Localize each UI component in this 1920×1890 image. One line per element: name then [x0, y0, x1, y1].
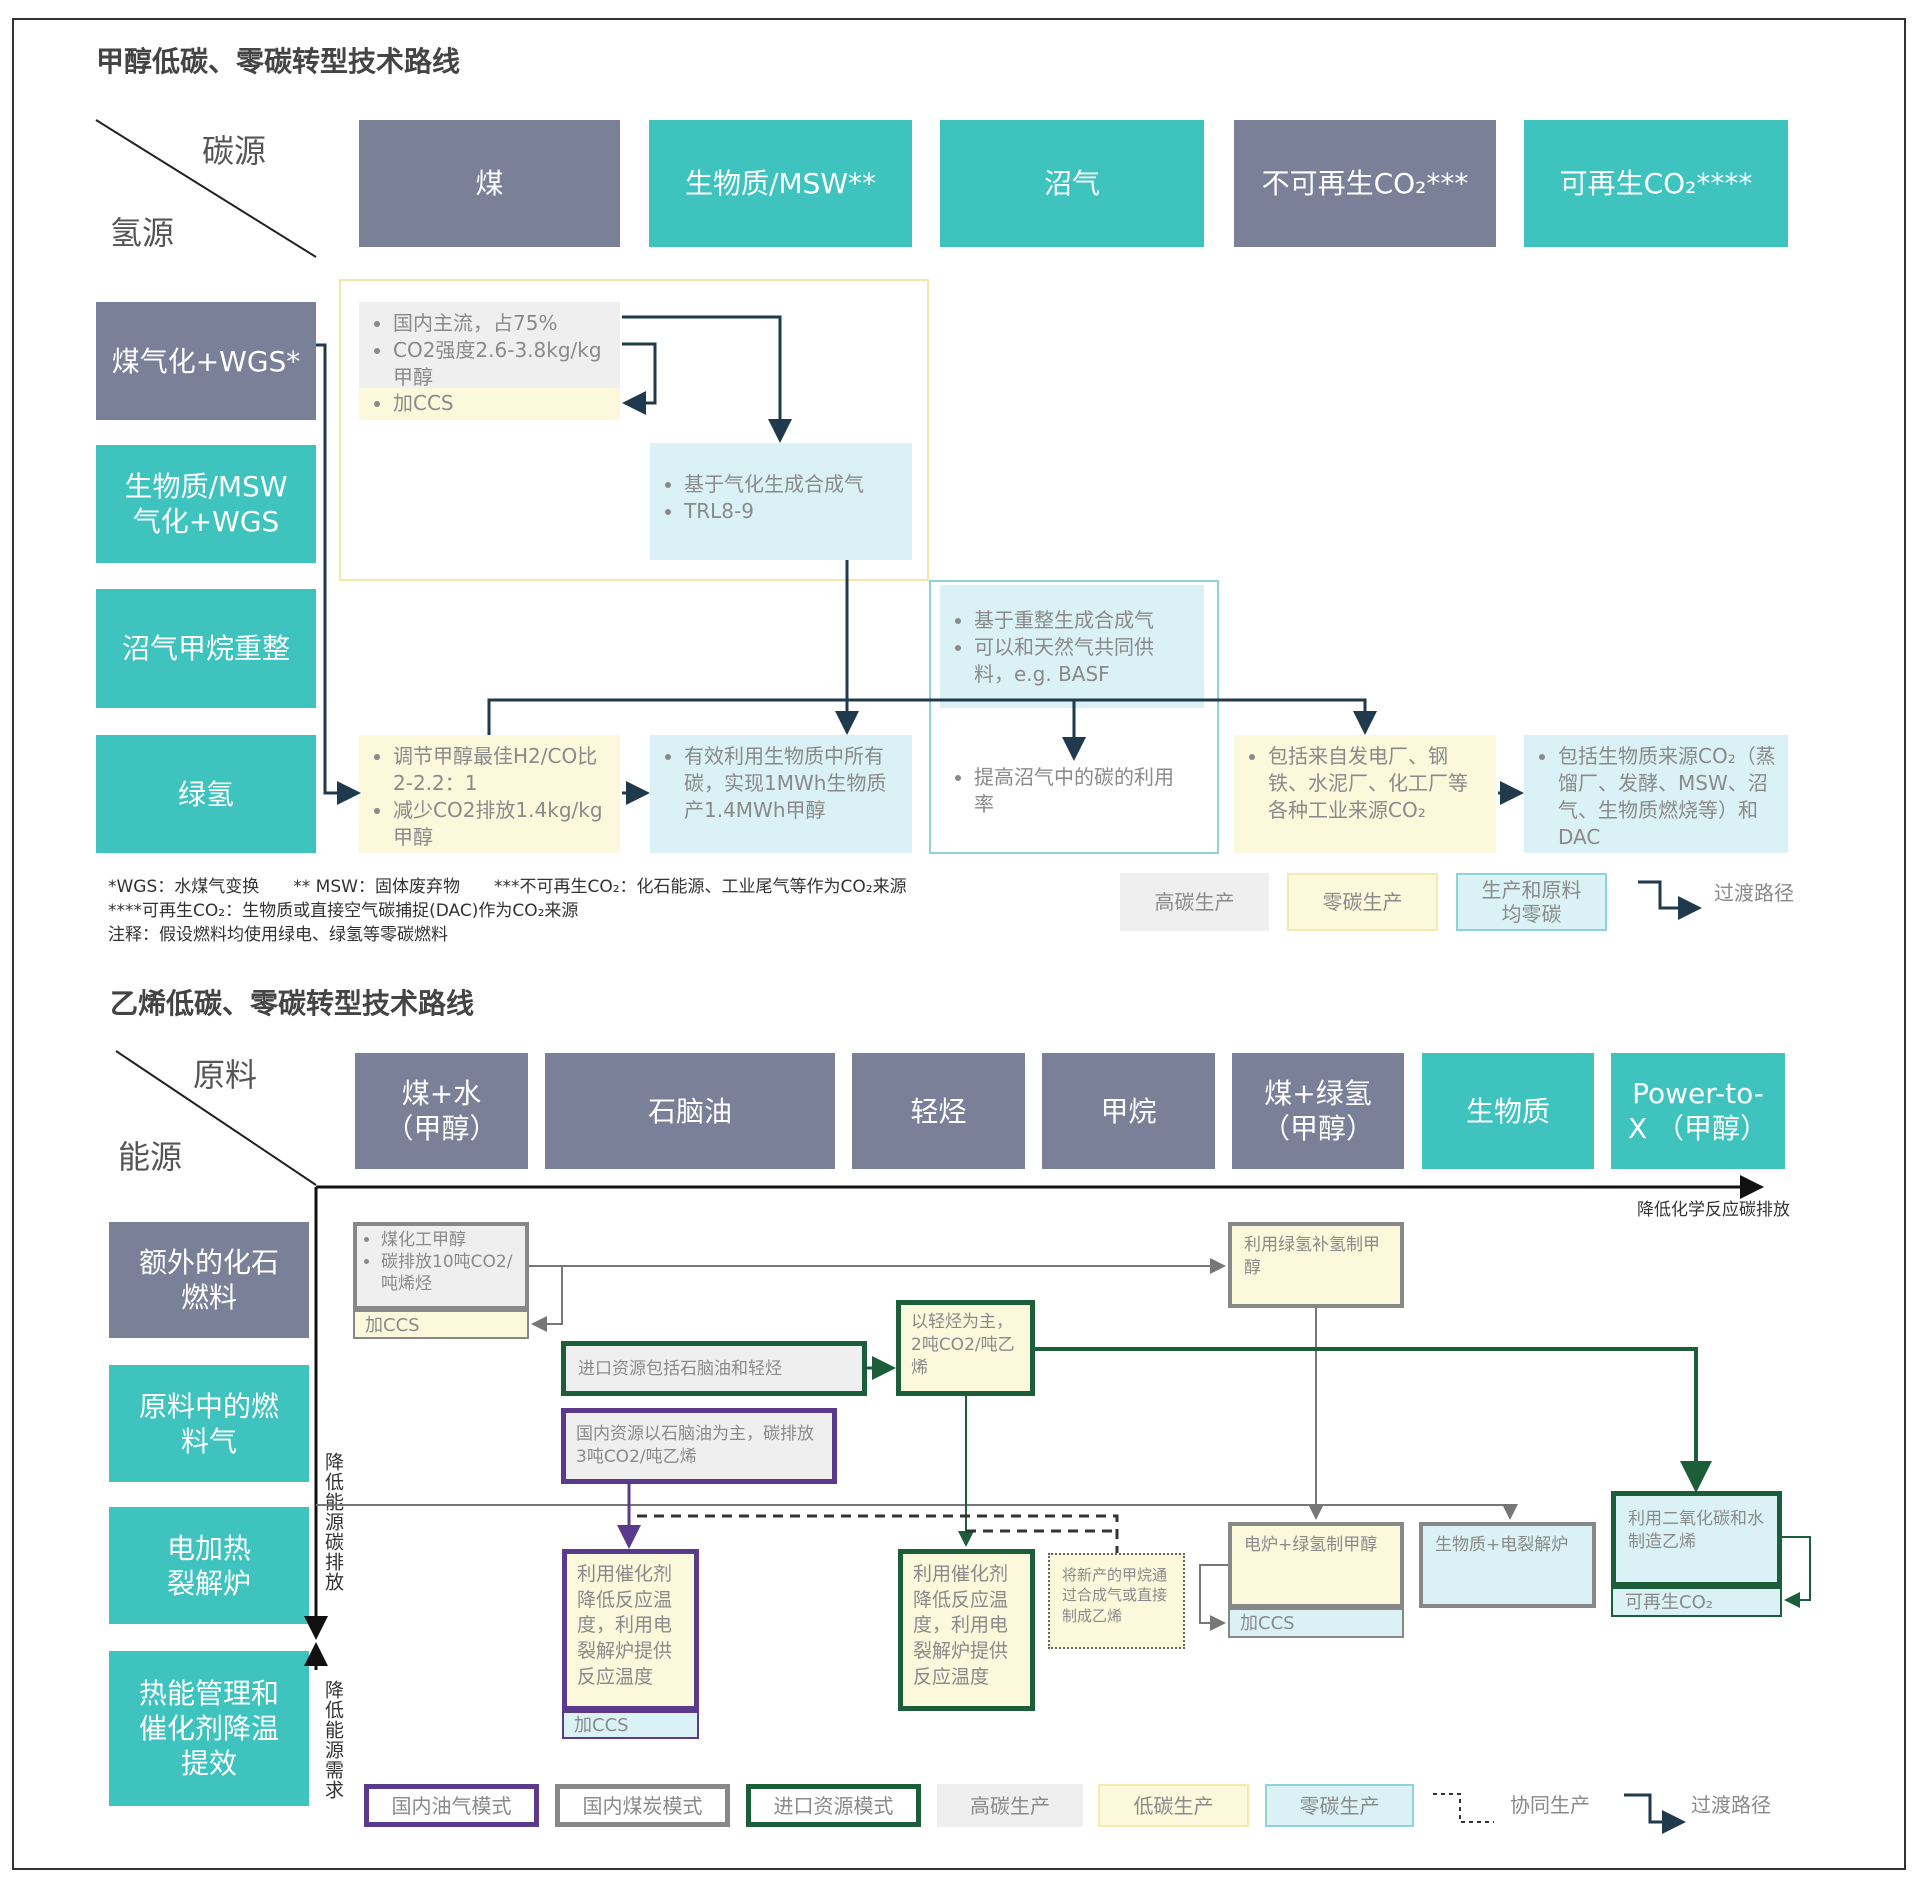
legend-zero-carbon: 零碳生产 — [1265, 1784, 1414, 1827]
bullet: 基于气化生成合成气 — [684, 471, 900, 498]
renewable-co2-box: 可再生CO₂ — [1611, 1587, 1782, 1617]
legend-all-zero-carbon: 生产和原料 均零碳 — [1456, 873, 1607, 931]
figure-frame — [12, 18, 1906, 1870]
legend-coproduction-label: 协同生产 — [1510, 1793, 1590, 1817]
feedstock-coal-water: 煤+水 （甲醇） — [355, 1053, 528, 1169]
feedstock-naphtha: 石脑油 — [545, 1053, 835, 1169]
bullet: 包括来自发电厂、钢铁、水泥厂、化工厂等各种工业来源CO₂ — [1268, 743, 1484, 824]
bullet: 调节甲醇最佳H2/CO比2-2.2：1 — [393, 743, 608, 797]
carbon-source-nonrenewable-co2: 不可再生CO₂*** — [1234, 120, 1496, 247]
hydrogen-source-biomass-gasification: 生物质/MSW 气化+WGS — [96, 445, 316, 563]
y-axis-label-energy-demand: 降低能源需求 — [322, 1680, 344, 1800]
bullet: 基于重整生成合成气 — [974, 607, 1192, 634]
feedstock-biomass: 生物质 — [1422, 1053, 1594, 1169]
y-axis-label-energy-carbon: 降低能源碳排放 — [322, 1452, 344, 1592]
corner-feedstock-label: 原料 — [193, 1056, 258, 1094]
co2-to-ethylene-box: 利用二氧化碳和水制造乙烯 — [1611, 1491, 1782, 1587]
green-h2-methanol-box: 利用绿氢补氢制甲醇 — [1228, 1222, 1404, 1308]
bullet: 煤化工甲醇 — [381, 1229, 519, 1251]
green-h2-coal-box: 调节甲醇最佳H2/CO比2-2.2：1减少CO2排放1.4kg/kg甲醇 — [359, 735, 620, 853]
bullet: 减少CO2排放1.4kg/kg甲醇 — [393, 797, 608, 851]
catalyst-green-box: 利用催化剂降低反应温度，利用电裂解炉提供反应温度 — [898, 1549, 1035, 1711]
corner-carbon-label: 碳源 — [202, 132, 267, 170]
legend-zero-carbon: 零碳生产 — [1287, 873, 1438, 931]
hydrogen-source-green-h2: 绿氢 — [96, 735, 316, 853]
bullet: 有效利用生物质中所有碳，实现1MWh生物质产1.4MWh甲醇 — [684, 743, 900, 824]
bullet: 提高沼气中的碳的利用率 — [974, 764, 1192, 818]
coal-ccs-box: 加CCS — [359, 388, 620, 420]
import-resources-box: 进口资源包括石脑油和轻烃 — [561, 1341, 867, 1396]
feedstock-power-to-x: Power-to- X （甲醇） — [1611, 1053, 1785, 1169]
ethylene-title: 乙烯低碳、零碳转型技术路线 — [110, 987, 475, 1020]
footnote-2: ****可再生CO₂：生物质或直接空气碳捕捉(DAC)作为CO₂来源 — [108, 901, 579, 921]
legend-import: 进口资源模式 — [746, 1784, 921, 1827]
coal-ccs-box: 加CCS — [353, 1310, 529, 1339]
corner-hydrogen-label: 氢源 — [110, 214, 175, 252]
catalyst-purple-ccs-box: 加CCS — [562, 1711, 699, 1739]
energy-electric-cracker: 电加热 裂解炉 — [109, 1507, 309, 1624]
bullet: CO2强度2.6-3.8kg/kg甲醇 — [393, 337, 608, 391]
bullet: 可以和天然气共同供料，e.g. BASF — [974, 634, 1192, 688]
bullet: TRL8-9 — [684, 498, 900, 525]
hydrogen-source-biogas-reforming: 沼气甲烷重整 — [96, 589, 316, 708]
bullet: 国内主流，占75% — [393, 310, 608, 337]
catalyst-purple-box: 利用催化剂降低反应温度，利用电裂解炉提供反应温度 — [562, 1549, 699, 1711]
energy-fuel-gas: 原料中的燃 料气 — [109, 1365, 309, 1482]
light-hydrocarbon-box: 以轻烃为主，2吨CO2/吨乙烯 — [896, 1300, 1035, 1396]
methanol-title: 甲醇低碳、零碳转型技术路线 — [96, 45, 461, 78]
footnote-3: 注释：假设燃料均使用绿电、绿氢等零碳燃料 — [108, 925, 448, 945]
footnote-1: *WGS：水煤气变换 ** MSW：固体废弃物 ***不可再生CO₂：化石能源、… — [108, 877, 907, 897]
feedstock-coal-green-h2: 煤+绿氢 （甲醇） — [1232, 1053, 1404, 1169]
legend-domestic-oilgas: 国内油气模式 — [364, 1784, 539, 1827]
bullet: 加CCS — [393, 390, 608, 417]
carbon-source-coal: 煤 — [359, 120, 620, 247]
domestic-resources-box: 国内资源以石脑油为主，碳排放3吨CO2/吨乙烯 — [561, 1408, 837, 1484]
energy-thermal-management: 热能管理和 催化剂降温 提效 — [109, 1651, 309, 1806]
methane-to-ethylene-box: 将新产的甲烷通过合成气或直接制成乙烯 — [1048, 1553, 1185, 1649]
feedstock-methane: 甲烷 — [1042, 1053, 1215, 1169]
legend-low-carbon: 低碳生产 — [1098, 1784, 1249, 1827]
legend-high-carbon: 高碳生产 — [937, 1784, 1083, 1827]
biogas-reforming-box: 基于重整生成合成气可以和天然气共同供料，e.g. BASF — [940, 585, 1204, 708]
hydrogen-source-coal-gasification: 煤气化+WGS* — [96, 302, 316, 420]
green-h2-biomass-box: 有效利用生物质中所有碳，实现1MWh生物质产1.4MWh甲醇 — [650, 735, 912, 853]
electric-furnace-box: 电炉+绿氢制甲醇 — [1228, 1522, 1404, 1608]
legend-transition-label: 过渡路径 — [1714, 881, 1794, 905]
bullet: 碳排放10吨CO2/吨烯烃 — [381, 1251, 519, 1295]
legend-transition-label: 过渡路径 — [1691, 1793, 1771, 1817]
bullet: 包括生物质来源CO₂（蒸馏厂、发酵、MSW、沼气、生物质燃烧等）和DAC — [1558, 743, 1776, 851]
green-h2-nonrenewable-co2-box: 包括来自发电厂、钢铁、水泥厂、化工厂等各种工业来源CO₂ — [1234, 735, 1496, 853]
x-axis-label: 降低化学反应碳排放 — [1637, 1200, 1790, 1220]
carbon-source-renewable-co2: 可再生CO₂**** — [1524, 120, 1788, 247]
corner-energy-label: 能源 — [118, 1138, 183, 1176]
legend-domestic-coal: 国内煤炭模式 — [555, 1784, 730, 1827]
feedstock-light-hydrocarbons: 轻烃 — [852, 1053, 1025, 1169]
carbon-source-biogas: 沼气 — [940, 120, 1204, 247]
legend-high-carbon: 高碳生产 — [1120, 873, 1269, 931]
coal-methanol-box: 国内主流，占75%CO2强度2.6-3.8kg/kg甲醇 — [359, 302, 620, 391]
green-h2-renewable-co2-box: 包括生物质来源CO₂（蒸馏厂、发酵、MSW、沼气、生物质燃烧等）和DAC — [1524, 735, 1788, 853]
energy-extra-fossil: 额外的化石 燃料 — [109, 1222, 309, 1338]
green-h2-biogas-box: 提高沼气中的碳的利用率 — [940, 756, 1204, 846]
coal-chem-methanol-box: 煤化工甲醇碳排放10吨CO2/吨烯烃 — [353, 1222, 529, 1310]
carbon-source-biomass: 生物质/MSW** — [649, 120, 912, 247]
biomass-electric-cracker-box: 生物质+电裂解炉 — [1419, 1522, 1596, 1608]
biomass-gasification-box: 基于气化生成合成气TRL8-9 — [650, 443, 912, 560]
electric-furnace-ccs-box: 加CCS — [1228, 1608, 1404, 1638]
